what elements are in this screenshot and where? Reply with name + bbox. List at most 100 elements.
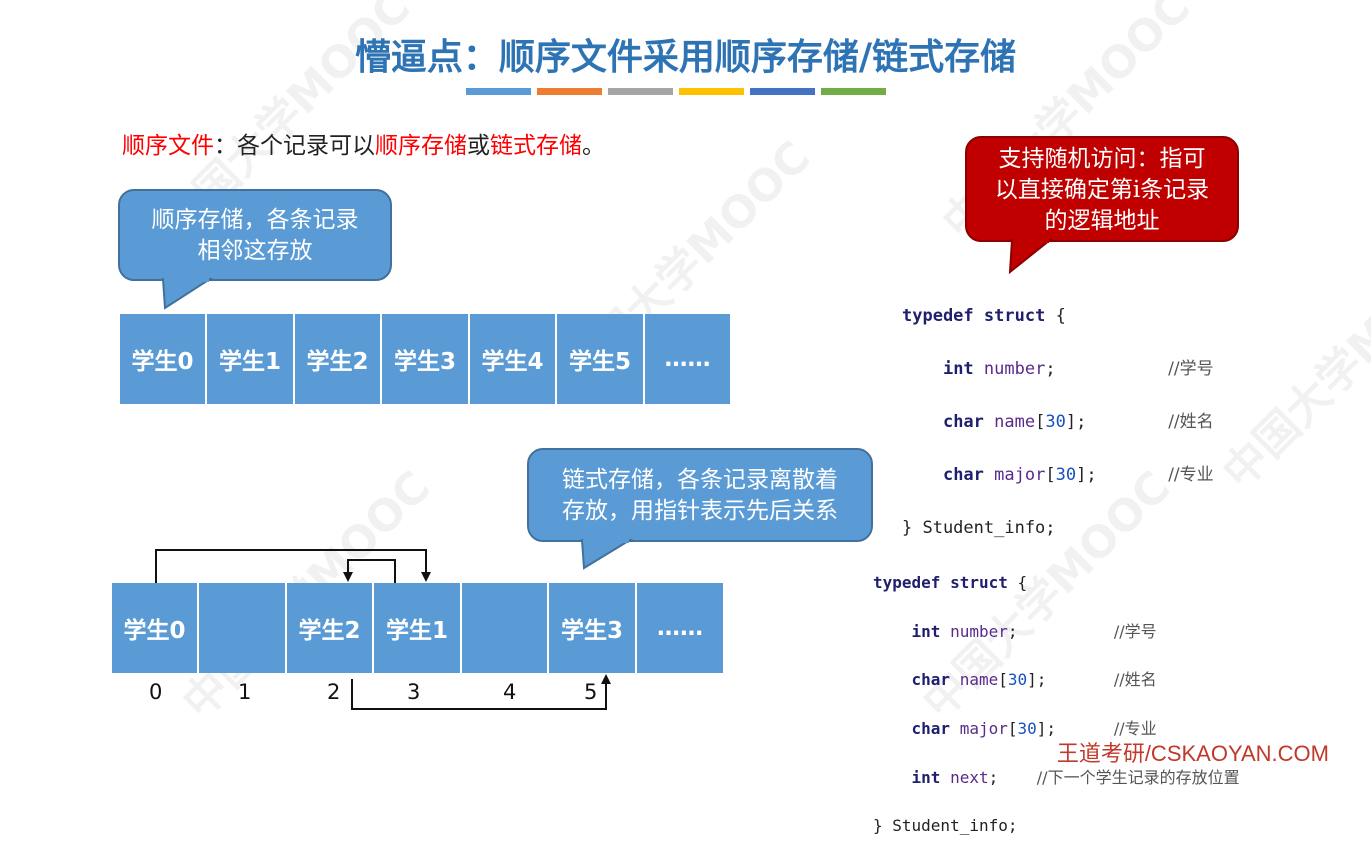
intro-text: 。 [582,133,605,159]
arrowhead [343,572,353,582]
record-cell: 学生2 [287,583,374,673]
code-block-linked: typedef struct { int number; //学号 char n… [873,547,1240,863]
code-keyword: char [942,464,984,485]
code-comment: //学号 [1113,621,1157,641]
sequential-record-row: 学生0 学生1 学生2 学生3 学生4 学生5 …… [120,314,730,404]
code-comment: //专业 [1168,464,1214,485]
address-index: 5 [584,680,598,704]
code-identifier: number [983,358,1046,379]
callout-line: 以直接确定第i条记录 [994,177,1210,203]
record-cell: 学生5 [557,314,645,404]
code-identifier: name [959,670,999,690]
record-cell: …… [645,314,730,404]
code-keyword: char [911,719,951,739]
term-sequential-file: 顺序文件 [122,133,214,159]
callout-line: 链式存储，各条记录离散着 [562,467,838,493]
arrowhead [601,674,611,684]
title-color-bars [466,88,886,95]
intro-sentence: 顺序文件：各个记录可以顺序存储或链式存储。 [122,126,605,160]
color-bar [537,88,602,95]
code-identifier: next [950,767,989,787]
page-title: 懵逼点：顺序文件采用顺序存储/链式存储 [354,36,1017,78]
code-identifier: number [950,621,1008,641]
code-line: typedef struct { [873,571,1240,595]
record-cell [462,583,549,673]
callout-line: 支持随机访问：指可 [998,146,1206,172]
term-sequential-storage: 顺序存储 [375,133,467,159]
code-line: } Student_info; [902,517,1056,538]
code-number: 30 [1055,464,1077,485]
code-keyword: char [942,411,984,432]
callout-linked: 链式存储，各条记录离散着 存放，用指针表示先后关系 [527,448,873,542]
address-index: 1 [238,680,252,704]
color-bar [608,88,673,95]
code-line: typedef struct { [902,303,1214,330]
intro-text: 或 [467,133,490,159]
code-comment: //姓名 [1168,411,1214,432]
record-cell: …… [637,583,723,673]
code-keyword: struct [983,305,1046,326]
code-text: { [1045,305,1066,326]
code-comment: //下一个学生记录的存放位置 [1036,767,1240,787]
color-bar [750,88,815,95]
code-keyword: struct [950,573,1008,593]
record-cell: 学生0 [120,314,207,404]
record-cell: 学生4 [470,314,557,404]
callout-line: 存放，用指针表示先后关系 [562,498,838,524]
linked-record-row: 学生0 学生2 学生1 学生3 …… [112,583,723,673]
code-comment: //学号 [1168,358,1214,379]
code-text: { [1007,573,1028,593]
term-linked-storage: 链式存储 [490,133,582,159]
callout-sequential: 顺序存储，各条记录 相邻这存放 [118,189,392,281]
code-keyword: char [911,670,951,690]
pointer-0-to-3 [155,549,427,583]
intro-text: ：各个记录可以 [214,133,375,159]
code-keyword: typedef [873,573,941,593]
record-cell: 学生0 [112,583,199,673]
arrowhead [421,572,431,582]
code-number: 30 [1007,670,1028,690]
code-identifier: major [994,464,1046,485]
code-line: int number; //学号 [911,621,1157,641]
pointer-3-to-2 [347,559,396,583]
callout-tail [580,539,634,570]
color-bar [679,88,744,95]
address-index: 4 [503,680,517,704]
callout-line: 顺序存储，各条记录 [151,207,359,233]
code-number: 30 [1045,411,1066,432]
callout-random-access: 支持随机访问：指可 以直接确定第i条记录 的逻辑地址 [965,136,1239,242]
code-comment: //姓名 [1113,670,1157,690]
code-number: 30 [1017,719,1037,739]
record-cell: 学生1 [207,314,295,404]
record-cell: 学生2 [295,314,382,404]
code-line: char major[30]; //专业 [942,464,1214,485]
code-line: int number; //学号 [942,358,1214,379]
code-line: char name[30]; //姓名 [911,670,1157,690]
code-line: int next; //下一个学生记录的存放位置 [911,767,1240,787]
record-cell: 学生3 [549,583,637,673]
callout-tail [161,278,214,310]
code-keyword: int [911,767,941,787]
code-keyword: int [911,621,941,641]
code-identifier: major [959,719,1008,739]
code-line: char name[30]; //姓名 [942,411,1214,432]
record-cell: 学生1 [374,583,462,673]
code-block-sequential: typedef struct { int number; //学号 char n… [902,276,1214,568]
code-line: char major[30]; //专业 [911,719,1157,739]
code-keyword: typedef [902,305,974,326]
pointer-2-to-5 [351,677,607,710]
code-comment: //专业 [1113,719,1157,739]
address-index: 0 [149,680,163,704]
callout-tail [1008,239,1053,274]
record-cell [199,583,287,673]
color-bar [821,88,886,95]
address-index: 3 [407,680,421,704]
code-identifier: name [994,411,1036,432]
record-cell: 学生3 [382,314,470,404]
pointer-arrows [155,549,611,710]
footer-brand: 王道考研/CSKAOYAN.COM [1056,741,1329,766]
code-line: } Student_info; [873,816,1018,836]
callout-line: 的逻辑地址 [1044,208,1160,234]
callout-line: 相邻这存放 [197,238,313,264]
color-bar [466,88,531,95]
